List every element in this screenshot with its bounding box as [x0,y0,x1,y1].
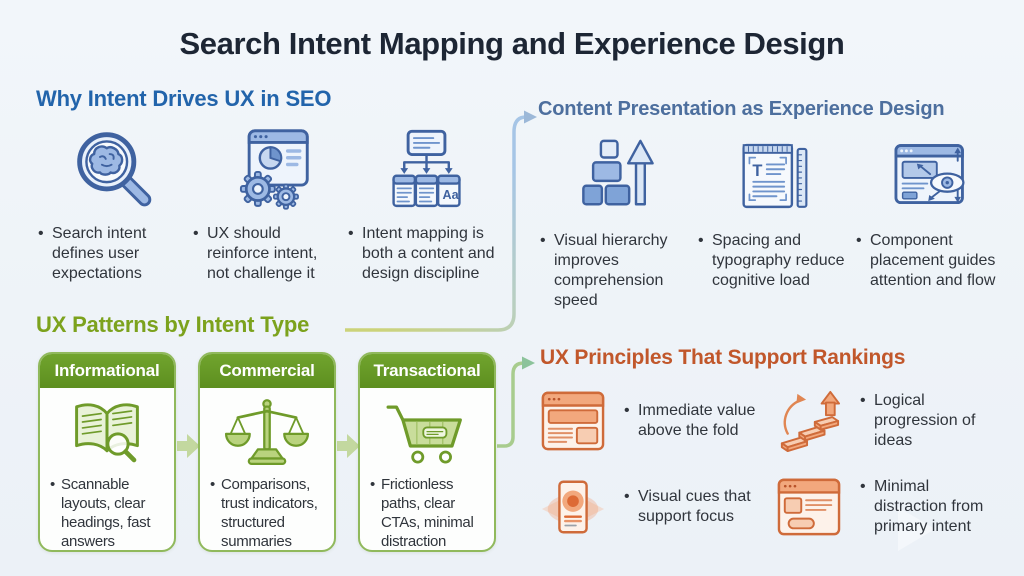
info-item: T Spacing and typography reduce cognitiv… [696,133,854,312]
info-item: UX should reinforce intent, not challeng… [191,122,346,284]
svg-text:T: T [752,162,762,180]
focus-cues-icon [538,474,608,540]
bullet-text: Component placement guides attention and… [854,231,1006,291]
typography-ruler-icon: T [696,133,854,219]
bullet-text: Visual cues that support focus [622,487,770,527]
intent-card-commercial: Commercial Comparisons, trust indicators… [198,352,336,552]
page-title: Search Intent Mapping and Experience Des… [179,26,845,61]
progression-steps-icon [774,389,844,453]
svg-text:Aa: Aa [442,188,459,202]
section-heading-why-intent: Why Intent Drives UX in SEO [36,86,332,111]
section-content-presentation: Content Presentation as Experience Desig… [538,98,1018,312]
book-magnifier-icon [40,388,174,474]
above-fold-icon [538,389,608,453]
intent-map-icon: Aa [346,122,508,220]
section-heading-ux-principles: UX Principles That Support Rankings [540,346,906,369]
arrow-right-icon [522,356,535,370]
bullet-text: UX should reinforce intent, not challeng… [191,224,343,284]
section-heading-content-presentation: Content Presentation as Experience Desig… [538,98,945,120]
connector-card-to-principles [497,361,525,448]
principle-item: Logical progression of ideas [774,384,1010,458]
principle-item: Visual cues that support focus [538,470,774,544]
bullet-text: Spacing and typography reduce cognitive … [696,231,848,291]
hierarchy-blocks-icon [538,133,696,219]
arrow-right-icon [524,110,537,124]
bullet-text: Visual hierarchy improves comprehension … [538,231,690,312]
bullet-text: Minimal distraction from primary intent [858,477,1006,537]
scales-icon [200,388,334,474]
bullet-text: Search intent defines user expectations [36,224,188,284]
info-item: Component placement guides attention and… [854,133,1012,312]
card-header: Transactional [360,354,494,388]
card-header: Commercial [200,354,334,388]
bullet-text: Logical progression of ideas [858,391,982,451]
component-flow-icon [854,133,1012,219]
card-header: Informational [40,354,174,388]
info-item: Search intent defines user expectations [36,122,191,284]
gears-browser-icon [191,122,346,220]
principle-item: Immediate value above the fold [538,384,774,458]
bullet-text: Immediate value above the fold [622,401,770,441]
principles-grid: Immediate value above the fold [538,384,1016,544]
bullet-text: Comparisons, trust indicators, structure… [208,476,328,550]
intent-cards: Informational Scannable layouts, clear h… [38,352,496,552]
intent-card-transactional: Transactional Frictionless paths, clear … [358,352,496,552]
bullet-text: Frictionless paths, clear CTAs, minimal … [368,476,488,550]
section-why-intent: Why Intent Drives UX in SEO Search inten… [36,86,514,284]
bullet-text: Scannable layouts, clear headings, fast … [48,476,168,550]
principle-item: Minimal distraction from primary intent [774,470,1010,544]
info-item: Visual hierarchy improves comprehension … [538,133,696,312]
minimal-distraction-icon [774,476,844,538]
shopping-cart-icon [360,388,494,474]
section-heading-ux-patterns: UX Patterns by Intent Type [36,312,310,337]
intent-card-informational: Informational Scannable layouts, clear h… [38,352,176,552]
brain-magnifier-icon [36,122,191,220]
bullet-text: Intent mapping is both a content and des… [346,224,498,284]
info-item: Aa Intent mapping is both a content and … [346,122,508,284]
